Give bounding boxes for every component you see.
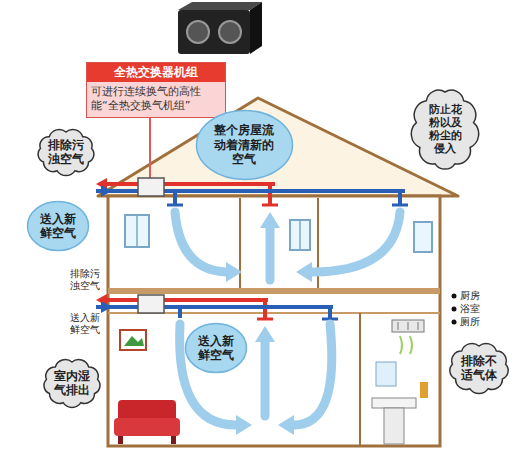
sink-stand <box>384 408 404 444</box>
unit-front <box>178 10 250 54</box>
exhaust-air <box>400 336 412 354</box>
airflow-arrowhead <box>236 415 252 435</box>
exhaust-fan <box>392 320 424 332</box>
cloud-callout: 室内湿气排出 <box>40 356 104 410</box>
floor-slab <box>108 288 440 294</box>
exhaust-vent <box>262 204 278 207</box>
sofa-leg <box>171 436 176 444</box>
callout-text: 防止花粉以及粉尘的侵入 <box>428 103 463 156</box>
window <box>125 215 149 247</box>
partition <box>359 313 361 446</box>
box-body: 可进行连续换气的高性能“全热交换气机组” <box>87 82 225 117</box>
box-heading: 全热交换器机组 <box>87 63 225 82</box>
supply-duct <box>178 307 182 318</box>
callout-text: 排除污浊空气 <box>47 138 85 167</box>
supply-duct <box>328 307 332 318</box>
bullet <box>452 294 457 299</box>
window <box>290 220 310 250</box>
callout-box: 全热交换器机组可进行连续换气的高性能“全热交换气机组” <box>86 62 226 118</box>
house-wall <box>108 196 440 446</box>
airflow-arrow <box>294 324 332 425</box>
callout-text: 室内湿气排出 <box>53 369 91 398</box>
fan-slot <box>418 322 419 330</box>
sofa-seat <box>114 418 180 436</box>
picture-frame <box>120 330 146 350</box>
airflow-arrowhead <box>296 262 312 282</box>
exhaust-vent <box>257 318 273 321</box>
exhaust-duct <box>104 298 268 302</box>
unit-port <box>187 21 209 43</box>
fan-slot <box>408 322 409 330</box>
room-label: 厕所 <box>460 316 492 328</box>
exchanger-box <box>138 178 164 196</box>
duct-label: 送入新鲜空气 <box>70 312 102 336</box>
supply-duct <box>173 191 177 204</box>
airflow-arrow <box>312 212 400 272</box>
cloud-outline <box>411 90 478 169</box>
exchanger-box <box>138 295 164 313</box>
airflow-arrowhead <box>278 415 294 435</box>
oval-callout: 送入新鲜空气 <box>184 322 248 374</box>
partition <box>239 198 241 288</box>
oval-outline <box>186 324 247 373</box>
unit-side <box>250 2 262 54</box>
oval-outline <box>28 202 89 251</box>
callout-text: 送入新鲜空气 <box>197 334 235 363</box>
cloud-callout: 防止花粉以及粉尘的侵入 <box>410 86 480 172</box>
supply-duct <box>398 191 402 204</box>
bullet <box>452 307 457 312</box>
window-frame <box>136 215 138 247</box>
airflow-arrowhead <box>226 262 242 282</box>
unit-port <box>219 21 241 43</box>
cloud-callout: 排除不适气体 <box>446 340 512 396</box>
supply-vent <box>167 204 183 207</box>
cloud-outline <box>38 129 94 175</box>
leader-line <box>149 112 151 178</box>
oval-callout: 整个房屋流动着清新的空气 <box>195 109 294 181</box>
cloud-outline <box>44 360 100 408</box>
bottle <box>420 382 428 398</box>
room-label: 厨房 <box>460 290 492 302</box>
airflow-arrow <box>266 228 275 280</box>
airflow-arrowhead <box>255 326 275 342</box>
oval-callout: 送入新鲜空气 <box>26 200 90 252</box>
exhaust-duct <box>104 182 275 186</box>
mirror <box>376 362 396 386</box>
sofa-leg <box>118 436 123 444</box>
callout-text: 送入新鲜空气 <box>39 212 77 241</box>
room-label: 浴室 <box>460 303 492 315</box>
bullet <box>452 320 457 325</box>
window-frame <box>299 220 301 250</box>
callout-text: 整个房屋流动着清新的空气 <box>213 123 275 166</box>
cloud-callout: 排除污浊空气 <box>34 126 98 178</box>
fan-slot <box>398 322 399 330</box>
sink <box>372 398 416 408</box>
cloud-outline <box>450 343 508 393</box>
window <box>414 222 432 252</box>
airflow-arrowhead <box>260 212 280 228</box>
oval-outline <box>196 111 292 180</box>
callout-text: 排除不适气体 <box>460 354 498 383</box>
supply-arrowhead <box>101 185 112 197</box>
supply-vent <box>392 204 408 207</box>
duct-label: 排除污浊空气 <box>70 268 102 292</box>
unit-top <box>178 2 262 10</box>
airflow-arrow <box>175 212 226 272</box>
airflow-arrow <box>261 342 270 416</box>
exhaust-duct <box>268 184 272 204</box>
supply-arrowhead <box>101 301 112 313</box>
supply-duct <box>96 305 333 309</box>
picture <box>124 336 144 346</box>
